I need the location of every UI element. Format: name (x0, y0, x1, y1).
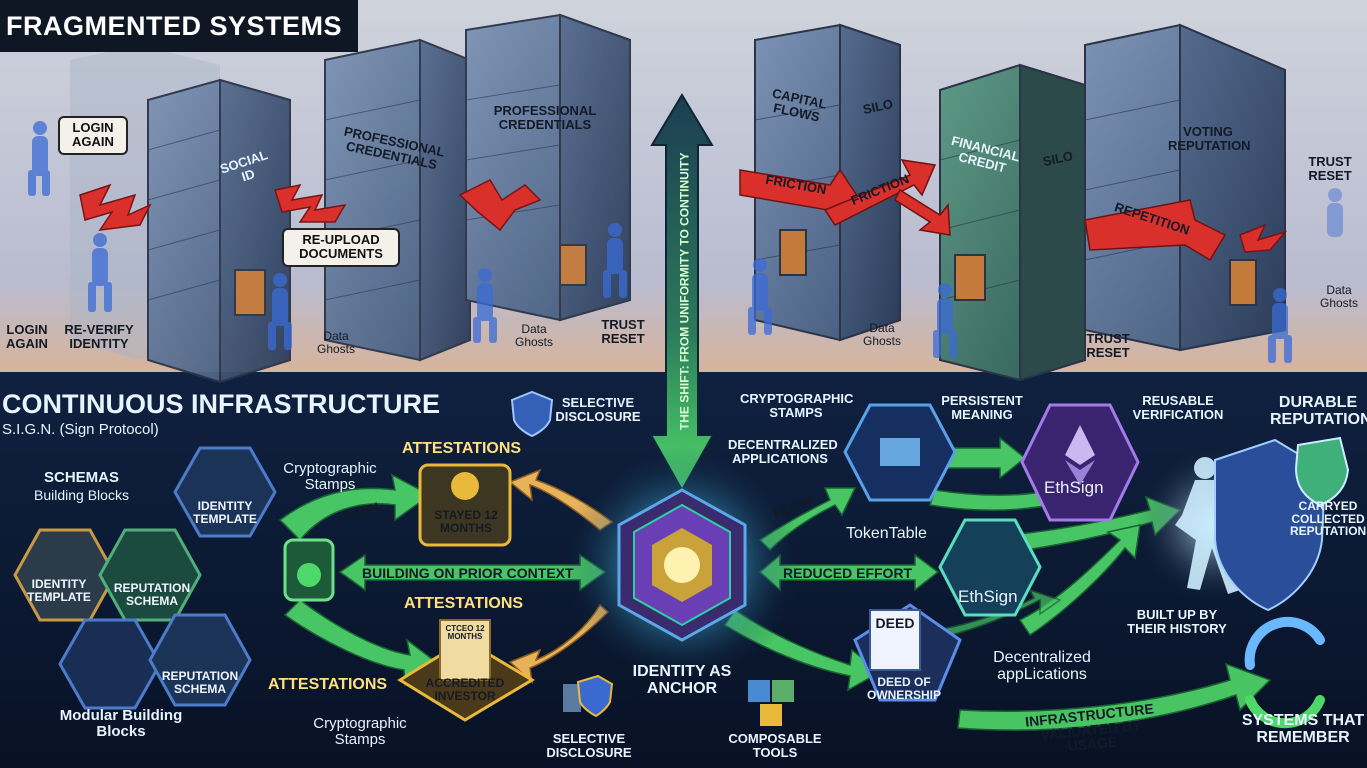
durable-reputation: DURABLE REPUTATION (1270, 395, 1366, 429)
decentralized-applications: DECENTRALIZED APPLICATIONS (728, 438, 832, 465)
schemas-subtitle: Building Blocks (34, 488, 129, 503)
hex-reputation-schema-1: REPUTATION SCHEMA (112, 582, 192, 608)
trust-reset-label-3: TRUST RESET (1302, 155, 1358, 182)
modular-building-blocks: Modular Building Blocks (56, 708, 186, 740)
persistent-meaning: PERSISTENT MEANING (938, 394, 1026, 421)
building-sign-professional-2: PROFESSIONAL CREDENTIALS (490, 104, 600, 131)
selective-disclosure-top: SELECTIVE DISCLOSURE (555, 396, 641, 423)
deed-of-ownership: DEED OF OWNERSHIP (866, 676, 942, 701)
data-ghosts-label-4: Data Ghosts (1315, 284, 1363, 309)
data-ghosts-label-3: Data Ghosts (857, 322, 907, 347)
reduced-effort: REDUCED EFFORT (783, 566, 912, 581)
built-up-by-their-history: BUILT UP BY THEIR HISTORY (1124, 608, 1230, 635)
decentralized-applications-lower: Decentralized appLications (986, 650, 1098, 684)
center-shift-arrow-label: THE SHIFT: FROM UNIFORMITY TO CONTINUITY (679, 146, 692, 436)
tokentable-label: TokenTable (846, 526, 927, 543)
crypto-stamps-right: CRYPTOGRAPHIC STAMPS (740, 392, 852, 419)
reusable-verification: REUSABLE VERIFICATION (1128, 394, 1228, 421)
selective-disclosure-bottom: SELECTIVE DISCLOSURE (546, 732, 632, 759)
stayed-12-months-card: STAYED 12 MONTHS (428, 509, 504, 534)
trust-reset-label-2: TRUST RESET (1080, 332, 1136, 359)
data-ghosts-label-2: Data Ghosts (512, 323, 556, 348)
carryed-collected-reputations: CARRYED COLLECTED REPUTATIONS (1290, 500, 1366, 538)
reverify-identity-label: RE-VERIFY IDENTITY (60, 323, 138, 350)
composable-tools: COMPOSABLE TOOLS (725, 732, 825, 759)
attestations-label-2: ATTESTATIONS (404, 596, 523, 613)
login-again-label: LOGIN AGAIN (6, 323, 48, 350)
continuous-infrastructure-subtitle: S.I.G.N. (Sign Protocol) (2, 422, 159, 438)
attestations-label-3: ATTESTATIONS (268, 677, 387, 694)
crypto-stamps-label-1: Cryptographic Stamps (270, 461, 390, 493)
cert-small-text: CTCEO 12 MONTHS (442, 625, 488, 642)
building-on-prior-context: BUILDING ON PRIOR CONTEXT (362, 566, 574, 581)
reupload-bubble: RE-UPLOAD DOCUMENTS (282, 228, 400, 267)
hex-identity-template-1: IDENTITY TEMPLATE (188, 500, 262, 526)
deed-title: DEED (875, 616, 915, 631)
ethsign-label-1: EthSign (1044, 479, 1104, 497)
data-ghosts-label-1: Data Ghosts (316, 330, 356, 355)
identity-as-anchor: IDENTITY AS ANCHOR (630, 664, 734, 698)
hex-identity-template-2: IDENTITY TEMPLATE (24, 578, 94, 604)
accredited-investor-card: ACCREDITED INVESTOR (420, 677, 510, 702)
systems-that-remember: SYSTEMS THAT REMEMBER (1240, 713, 1366, 747)
continuous-infrastructure-title: CONTINUOUS INFRASTRUCTURE (2, 390, 440, 418)
hex-reputation-schema-2: REPUTATION SCHEMA (160, 670, 240, 696)
section-banner-fragmented: FRAGMENTED SYSTEMS (0, 0, 358, 52)
ethsign-label-2: EthSign (958, 588, 1018, 606)
attestations-label-1: ATTESTATIONS (402, 441, 521, 458)
crypto-stamps-label-2: Cryptographic Stamps (300, 716, 420, 748)
building-sign-voting-reputation: VOTING REPUTATION (1168, 125, 1248, 152)
schemas-title: SCHEMAS (44, 470, 119, 486)
trust-reset-label-1: TRUST RESET (596, 318, 650, 345)
login-again-bubble: LOGIN AGAIN (58, 116, 128, 155)
